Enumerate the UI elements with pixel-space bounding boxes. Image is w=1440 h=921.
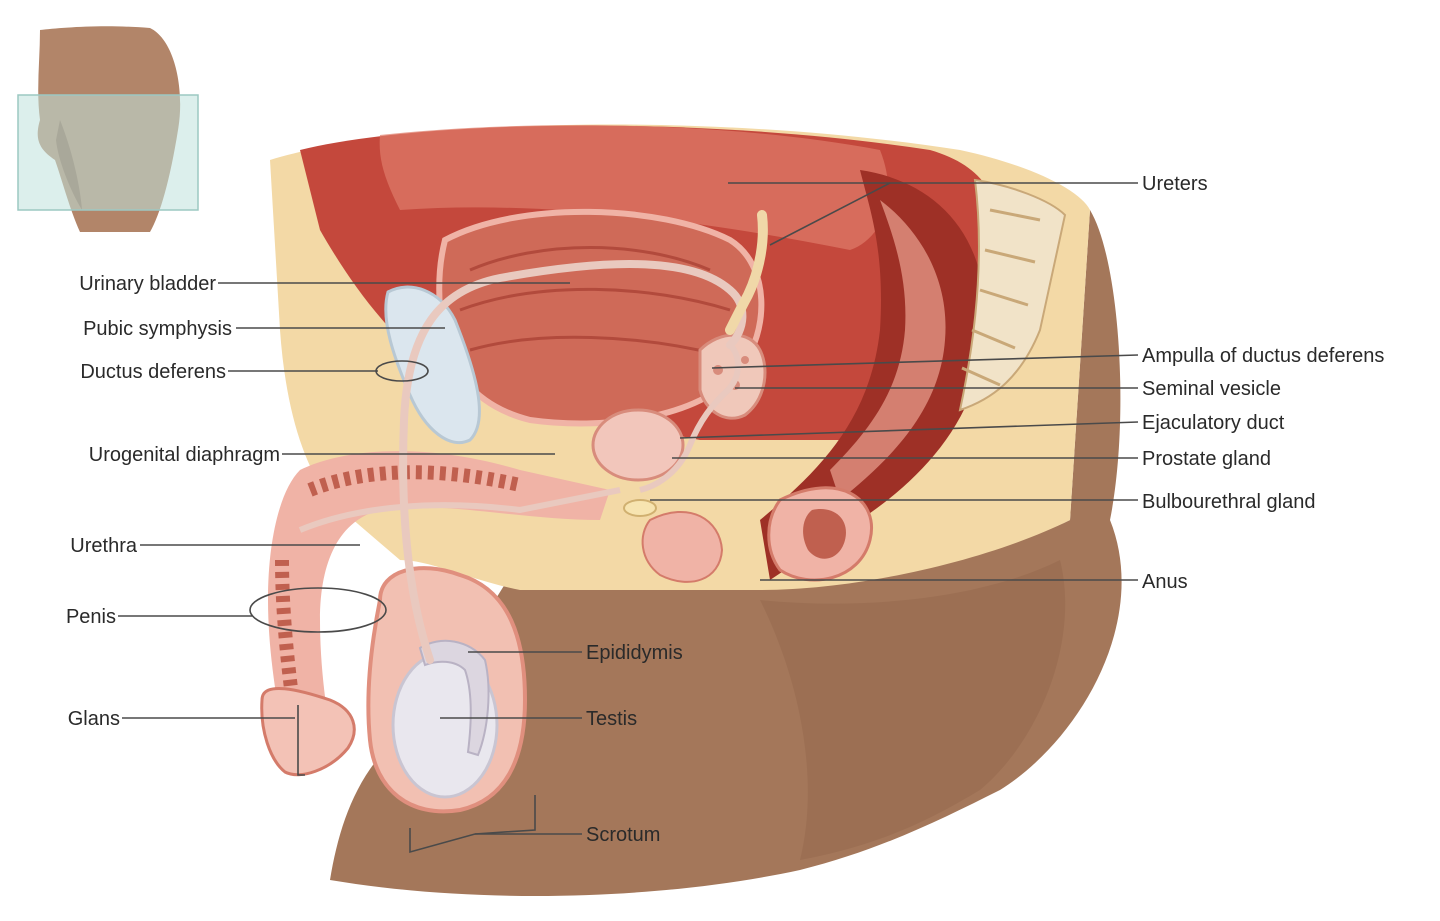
prostate-gland: [591, 408, 685, 482]
bulbourethral-gland: [623, 499, 657, 517]
label-scrotum: Scrotum: [586, 824, 660, 846]
label-seminal-vesicle: Seminal vesicle: [1142, 378, 1281, 400]
label-glans: Glans: [68, 708, 120, 730]
label-ureters: Ureters: [1142, 173, 1208, 195]
label-bulbourethral-gland: Bulbourethral gland: [1142, 491, 1315, 513]
anal-sphincter: [803, 509, 846, 559]
label-testis: Testis: [586, 708, 637, 730]
epididymis: [418, 639, 490, 757]
urethra-tube: [298, 487, 621, 533]
label-urethra: Urethra: [70, 535, 138, 557]
buttock-shadow: [760, 560, 1066, 860]
glans-bracket: [297, 705, 305, 776]
label-penis: Penis: [66, 606, 116, 628]
seminal-vesicle-lobule-3: [741, 356, 749, 364]
label-pubic-symphysis: Pubic symphysis: [83, 318, 232, 340]
label-urogenital-diaphragm: Urogenital diaphragm: [89, 444, 280, 466]
leader-ejaculatory-duct: [679, 421, 1139, 439]
labels: Ureters Urinary bladder Pubic symphysis …: [66, 173, 1384, 846]
label-anus: Anus: [1142, 571, 1188, 593]
bladder-muscle-fibers-3: [469, 335, 721, 357]
sacrum: [958, 178, 1067, 412]
rectum-lining: [830, 200, 946, 500]
leader-ampulla: [711, 354, 1139, 369]
sacral-segments: [961, 208, 1041, 387]
ureter: [725, 210, 768, 335]
label-ductus-deferens: Ductus deferens: [80, 361, 226, 383]
ductus-deferens: [399, 260, 747, 664]
label-epididymis: Epididymis: [586, 642, 683, 664]
pelvis-section: [260, 124, 1122, 897]
inset-orientation-thumbnail: [17, 26, 199, 233]
penile-bulb: [641, 510, 724, 583]
bladder-muscle-fibers-2: [459, 287, 731, 312]
label-ampulla: Ampulla of ductus deferens: [1142, 345, 1384, 367]
label-ejaculatory-duct: Ejaculatory duct: [1142, 412, 1285, 434]
inset-section-plane: [17, 94, 199, 211]
penis-marker: [249, 587, 387, 633]
label-urinary-bladder: Urinary bladder: [79, 273, 216, 295]
bladder-muscle-fibers: [469, 246, 711, 272]
label-prostate-gland: Prostate gland: [1142, 448, 1271, 470]
leader-lines: [118, 182, 1139, 854]
seminal-vesicle-lobule: [713, 365, 723, 375]
ductus-deferens-marker: [375, 360, 429, 382]
scrotum-bracket: [409, 795, 536, 854]
corpus-cavernosum: [307, 465, 522, 497]
glans-penis: [260, 686, 356, 777]
